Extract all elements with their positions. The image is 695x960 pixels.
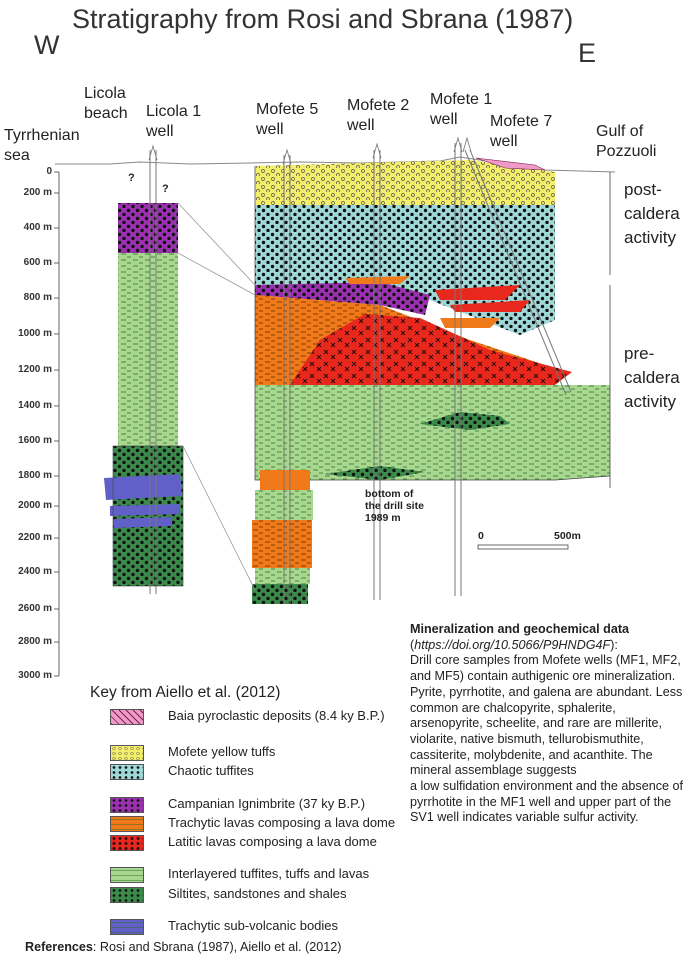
doi-paren-close: ): — [610, 637, 618, 652]
key-label: Baia pyroclastic deposits (8.4 ky B.P.) — [168, 708, 385, 723]
mofete7-well-label: Mofete 7 well — [490, 113, 553, 150]
depth-tick-label: 800 m — [23, 292, 52, 303]
key-item: Chaotic tuffites — [110, 763, 400, 783]
licola-subvolcanic-2 — [110, 504, 180, 516]
page-title: Stratigraphy from Rosi and Sbrana (1987) — [72, 4, 574, 34]
key-swatch — [110, 867, 144, 883]
tyrrhenian-sea-label: Tyrrhenian sea — [4, 127, 80, 164]
depth-tick-label: 1800 m — [18, 470, 52, 481]
depth-tick-label: 2000 m — [18, 500, 52, 511]
key-label: Trachytic lavas composing a lava dome — [168, 815, 396, 830]
key-item: Interlayered tuffites, tuffs and lavas — [110, 866, 400, 886]
doi-link[interactable]: https://doi.org/10.5066/P9HNDG4F — [414, 637, 611, 652]
depth-tick-label: 2400 m — [18, 566, 52, 577]
key-item: Trachytic lavas composing a lava dome — [110, 815, 400, 835]
key-label: Latitic lavas composing a lava dome — [168, 834, 377, 849]
post-caldera-label: post- caldera activity — [624, 180, 680, 247]
doi-paren-open: ( — [410, 637, 415, 652]
key-swatch — [110, 816, 144, 832]
west-label: W — [34, 30, 60, 60]
licola-subvolcanic-3 — [114, 517, 172, 528]
mofete2-well-label: Mofete 2 well — [347, 97, 410, 134]
key-item: Trachytic sub-volcanic bodies — [110, 918, 400, 938]
key-item: Latitic lavas composing a lava dome — [110, 834, 400, 854]
key-label: Chaotic tuffites — [168, 763, 254, 778]
depth-tick-label: 200 m — [23, 187, 52, 198]
references: References: Rosi and Sbrana (1987), Aiel… — [25, 940, 341, 954]
depth-tick-label: 2200 m — [18, 532, 52, 543]
key-swatch — [110, 887, 144, 903]
key-title: Key from Aiello et al. (2012) — [90, 684, 281, 701]
references-text: : Rosi and Sbrana (1987), Aiello et al. … — [92, 940, 342, 954]
depth-tick-label: 0 — [46, 166, 52, 177]
depth-tick-label: 3000 m — [18, 670, 52, 681]
pre-caldera-label: pre- caldera activity — [624, 344, 680, 411]
mofete1-well-label: Mofete 1 well — [430, 91, 493, 128]
key-item: Campanian Ignimbrite (37 ky B.P.) — [110, 796, 400, 816]
key-label: Campanian Ignimbrite (37 ky B.P.) — [168, 796, 366, 811]
key-swatch — [110, 797, 144, 813]
east-label: E — [578, 38, 597, 68]
depth-tick-label: 1600 m — [18, 435, 52, 446]
key-label: Interlayered tuffites, tuffs and lavas — [168, 866, 370, 881]
mineralization-body: Drill core samples from Mofete wells (MF… — [410, 653, 684, 825]
mineralization-heading: Mineralization and geochemical data — [410, 622, 630, 636]
key-item: Siltites, sandstones and shales — [110, 886, 400, 906]
depth-tick-label: 1000 m — [18, 328, 52, 339]
key-item: Mofete yellow tuffs — [110, 744, 400, 764]
key-item: Baia pyroclastic deposits (8.4 ky B.P.) — [110, 708, 400, 728]
depth-tick-label: 1400 m — [18, 400, 52, 411]
key-swatch — [110, 745, 144, 761]
key-swatch — [110, 764, 144, 780]
key-label: Mofete yellow tuffs — [168, 744, 276, 759]
licola-beach-label: Licola beach — [84, 85, 128, 122]
mofete5-well-label: Mofete 5 well — [256, 101, 319, 138]
mineralization-panel: Mineralization and geochemical data (htt… — [410, 622, 692, 826]
depth-tick-label: 2800 m — [18, 636, 52, 647]
references-label: References — [25, 940, 93, 954]
key-label: Siltites, sandstones and shales — [168, 886, 347, 901]
depth-tick-label: 600 m — [23, 257, 52, 268]
depth-tick-label: 1200 m — [18, 364, 52, 375]
drill-bottom-note: bottom of the drill site 1989 m — [365, 488, 424, 524]
licola1-well-label: Licola 1 well — [146, 103, 202, 140]
depth-tick-label: 400 m — [23, 222, 52, 233]
question-mark-2: ? — [162, 183, 169, 195]
gulf-of-pozzuoli-label: Gulf of Pozzuoli — [596, 123, 657, 160]
key-swatch — [110, 835, 144, 851]
key-swatch — [110, 709, 144, 725]
scale-end: 500m — [554, 530, 581, 542]
key-label: Trachytic sub-volcanic bodies — [168, 918, 339, 933]
scale-start: 0 — [478, 530, 484, 542]
depth-tick-label: 2600 m — [18, 603, 52, 614]
question-mark-1: ? — [128, 172, 135, 184]
baia-deposits-layer — [475, 157, 546, 171]
licola-subvolcanic-1 — [104, 474, 182, 500]
key-swatch — [110, 919, 144, 935]
